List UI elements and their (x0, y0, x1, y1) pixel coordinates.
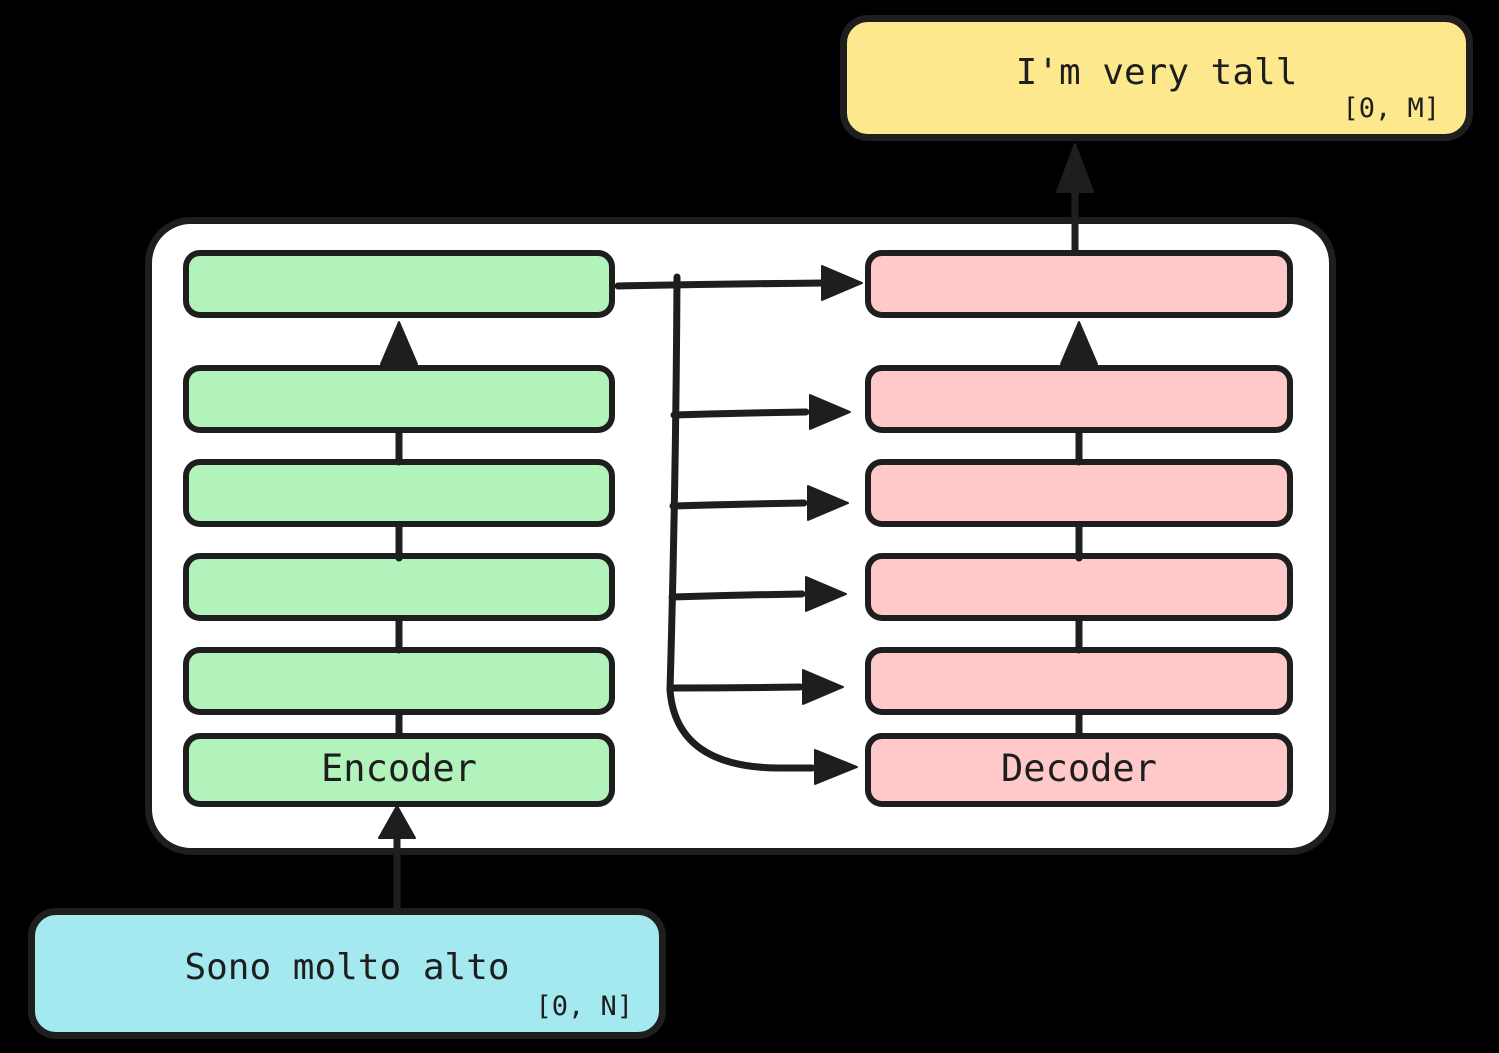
encoder-block-6 (183, 250, 615, 318)
decoder-block-6 (865, 250, 1293, 318)
input-token-range: [0, N] (535, 991, 633, 1022)
encoder-block-4 (183, 459, 615, 527)
encoder-block-1: Encoder (183, 733, 615, 807)
decoder-block-1: Decoder (865, 733, 1293, 807)
decoder-label: Decoder (1001, 746, 1157, 790)
decoder-to-output-arrowhead (1056, 143, 1094, 193)
decoder-block-5 (865, 365, 1293, 433)
encoder-block-2 (183, 647, 615, 715)
encoder-block-5 (183, 365, 615, 433)
decoder-block-2 (865, 647, 1293, 715)
encoder-label: Encoder (321, 746, 477, 790)
input-sentence-box: Sono molto alto [0, N] (28, 908, 666, 1039)
output-sentence-box: I'm very tall [0, M] (840, 15, 1473, 141)
encoder-block-3 (183, 553, 615, 621)
input-sentence-text: Sono molto alto (184, 947, 510, 988)
decoder-block-3 (865, 553, 1293, 621)
output-token-range: [0, M] (1342, 93, 1440, 124)
output-sentence-text: I'm very tall (1015, 51, 1298, 93)
decoder-block-4 (865, 459, 1293, 527)
